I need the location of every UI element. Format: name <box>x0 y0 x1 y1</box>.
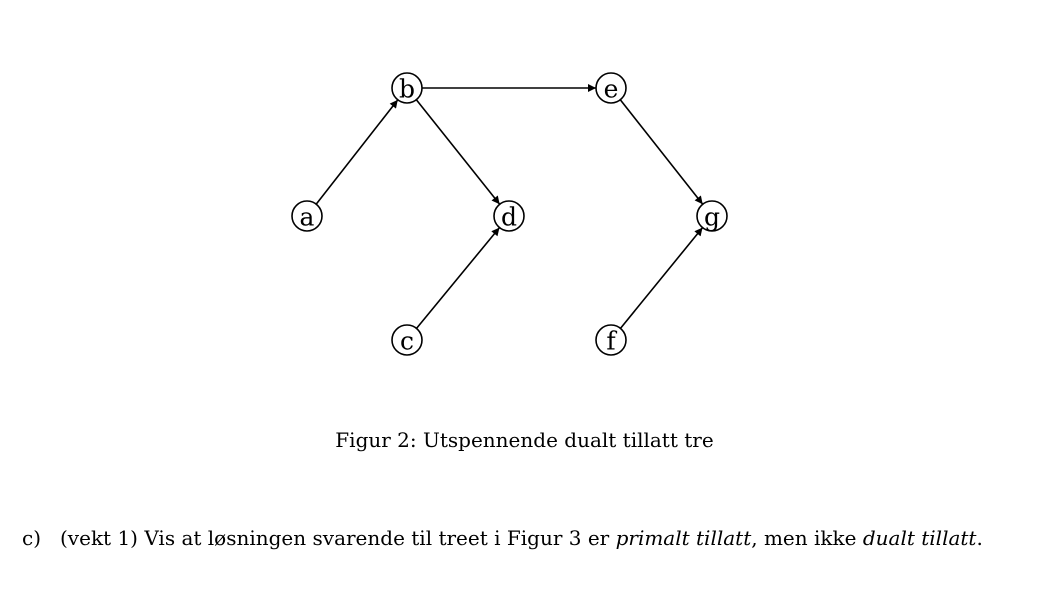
question-text-part-3: . <box>976 526 983 550</box>
node-a: a <box>291 200 323 232</box>
node-g: g <box>696 200 728 232</box>
node-e-circle <box>595 72 627 104</box>
node-d-circle <box>493 200 525 232</box>
node-g-circle <box>696 200 728 232</box>
edge-a-b <box>315 99 399 205</box>
question-emphasis-dual: dualt tillatt <box>862 526 977 550</box>
node-b-label: b <box>399 75 415 104</box>
graph-figure: a b c d e f g <box>291 72 728 356</box>
node-f-circle <box>595 324 627 356</box>
node-d-label: d <box>501 203 517 232</box>
node-c: c <box>391 324 423 356</box>
edge-b-d <box>415 99 501 205</box>
question-c: c) (vekt 1) Vis at løsningen svarende ti… <box>22 524 1022 553</box>
question-text: (vekt 1) Vis at løsningen svarende til t… <box>60 524 1022 553</box>
question-text-part-1: (vekt 1) Vis at løsningen svarende til t… <box>60 526 616 550</box>
figure-caption: Figur 2: Utspennende dualt tillatt tre <box>335 428 714 452</box>
node-b: b <box>391 72 423 104</box>
edge-c-d <box>415 227 501 329</box>
node-e: e <box>595 72 627 104</box>
node-g-label: g <box>704 203 720 232</box>
node-a-label: a <box>300 203 315 232</box>
question-label: c) <box>22 526 42 550</box>
node-f-label: f <box>606 327 617 356</box>
node-c-circle <box>391 324 423 356</box>
node-d: d <box>493 200 525 232</box>
edge-f-g <box>619 227 704 329</box>
node-c-label: c <box>400 327 414 356</box>
node-f: f <box>595 324 627 356</box>
node-a-circle <box>291 200 323 232</box>
edge-e-g <box>619 99 704 205</box>
question-emphasis-primal: primalt tillatt <box>615 526 752 550</box>
node-e-label: e <box>604 75 619 104</box>
question-text-part-2: , men ikke <box>751 526 863 550</box>
node-b-circle <box>391 72 423 104</box>
